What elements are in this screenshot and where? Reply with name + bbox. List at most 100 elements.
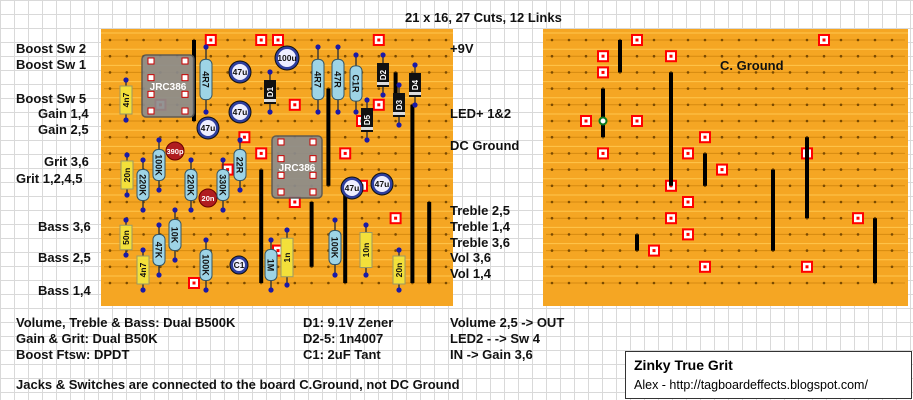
right-hole bbox=[703, 71, 707, 74]
right-hole bbox=[754, 135, 758, 139]
right-hole bbox=[584, 54, 588, 58]
left-hole bbox=[243, 249, 246, 252]
right-hole bbox=[771, 71, 775, 74]
diode-d1-body bbox=[264, 80, 276, 104]
right-hole bbox=[584, 168, 588, 171]
left-hole bbox=[427, 119, 431, 123]
ic-jrc386-1-pin bbox=[147, 90, 155, 98]
right-hole bbox=[567, 135, 571, 139]
note-in-gain: IN -> Gain 3,6 bbox=[450, 347, 533, 362]
resistor-4r7-b-label: 4R7 bbox=[313, 71, 323, 88]
right-hole bbox=[856, 184, 860, 188]
right-hole bbox=[839, 135, 843, 139]
resistor-47k-label: 47K bbox=[154, 242, 164, 259]
left-hole bbox=[276, 119, 280, 123]
left-hole bbox=[226, 233, 229, 236]
right-hole bbox=[720, 184, 724, 188]
right-hole bbox=[737, 216, 741, 220]
right-hole bbox=[669, 200, 673, 204]
left-hole bbox=[327, 38, 330, 42]
right-hole bbox=[754, 38, 758, 42]
right-hole bbox=[805, 233, 809, 236]
left-hole bbox=[444, 265, 448, 269]
left-hole bbox=[377, 119, 381, 123]
track-cut-center bbox=[601, 151, 605, 155]
ic-jrc386-2-pin bbox=[309, 188, 317, 196]
right-hole bbox=[567, 265, 571, 269]
resistor-100k-b-label: 100K bbox=[201, 254, 211, 276]
left-hole bbox=[293, 119, 297, 123]
left-hole bbox=[427, 135, 431, 139]
cap-47u-b-label: 47u bbox=[233, 107, 248, 117]
right-hole bbox=[652, 184, 656, 188]
right-hole bbox=[788, 135, 792, 139]
right-hole bbox=[669, 265, 673, 269]
left-hole bbox=[243, 184, 246, 188]
left-hole bbox=[444, 200, 448, 204]
right-hole bbox=[635, 71, 639, 74]
left-hole bbox=[276, 216, 280, 220]
left-hole bbox=[209, 233, 213, 236]
ic-jrc386-1-label: JRC386 bbox=[150, 82, 187, 93]
right-hole bbox=[856, 87, 860, 90]
wire-pad bbox=[123, 217, 129, 223]
diode-d5-band bbox=[361, 127, 373, 130]
right-hole bbox=[873, 200, 877, 204]
left-hole bbox=[427, 54, 431, 58]
left-hole bbox=[108, 103, 112, 107]
right-hole bbox=[856, 168, 860, 171]
left-hole bbox=[310, 54, 313, 58]
wire-pad bbox=[140, 207, 146, 213]
wire-pad bbox=[203, 287, 209, 293]
left-hole bbox=[444, 71, 448, 74]
right-hole bbox=[839, 87, 843, 90]
right-hole bbox=[550, 87, 554, 90]
ic-jrc386-2-pin bbox=[309, 171, 317, 179]
right-hole bbox=[618, 103, 622, 107]
right-hole bbox=[720, 71, 724, 74]
resistor-220k-b: 220K bbox=[184, 169, 198, 201]
left-hole bbox=[243, 200, 246, 204]
left-hole bbox=[411, 54, 414, 58]
right-hole bbox=[754, 119, 758, 123]
label-vol14: Vol 1,4 bbox=[450, 266, 491, 281]
right-hole bbox=[737, 200, 741, 204]
cap-50n-label: 50n bbox=[121, 230, 131, 245]
left-hole bbox=[427, 38, 431, 42]
left-hole bbox=[108, 184, 112, 188]
left-hole bbox=[175, 200, 179, 204]
right-hole bbox=[873, 103, 877, 107]
right-hole bbox=[754, 249, 758, 252]
note-c1: C1: 2uF Tant bbox=[303, 347, 381, 362]
left-hole bbox=[293, 71, 297, 74]
left-hole bbox=[243, 87, 246, 90]
left-hole bbox=[142, 216, 145, 220]
left-hole bbox=[276, 233, 280, 236]
right-hole bbox=[737, 233, 741, 236]
track-cut-center bbox=[394, 216, 398, 220]
right-hole bbox=[788, 281, 792, 285]
ic-jrc386-2-pin bbox=[309, 155, 317, 163]
right-hole bbox=[822, 119, 826, 123]
resistor-4r7-b: 4R7 bbox=[311, 58, 325, 101]
right-hole bbox=[822, 54, 826, 58]
left-hole bbox=[444, 168, 448, 171]
left-hole bbox=[125, 200, 129, 204]
wire-pad bbox=[363, 222, 369, 228]
left-hole bbox=[175, 119, 179, 123]
left-hole bbox=[209, 168, 213, 171]
left-hole bbox=[394, 168, 397, 171]
track-cut-center bbox=[601, 54, 605, 58]
right-hole bbox=[601, 184, 605, 188]
right-hole bbox=[652, 135, 656, 139]
right-hole bbox=[737, 152, 741, 155]
right-hole bbox=[839, 184, 843, 188]
right-hole bbox=[618, 135, 622, 139]
left-hole bbox=[293, 216, 297, 220]
wire-pad bbox=[268, 287, 274, 293]
cap-50n-body bbox=[119, 224, 133, 251]
right-hole bbox=[788, 265, 792, 269]
left-hole bbox=[125, 71, 129, 74]
right-hole bbox=[856, 265, 860, 269]
left-hole bbox=[226, 119, 229, 123]
